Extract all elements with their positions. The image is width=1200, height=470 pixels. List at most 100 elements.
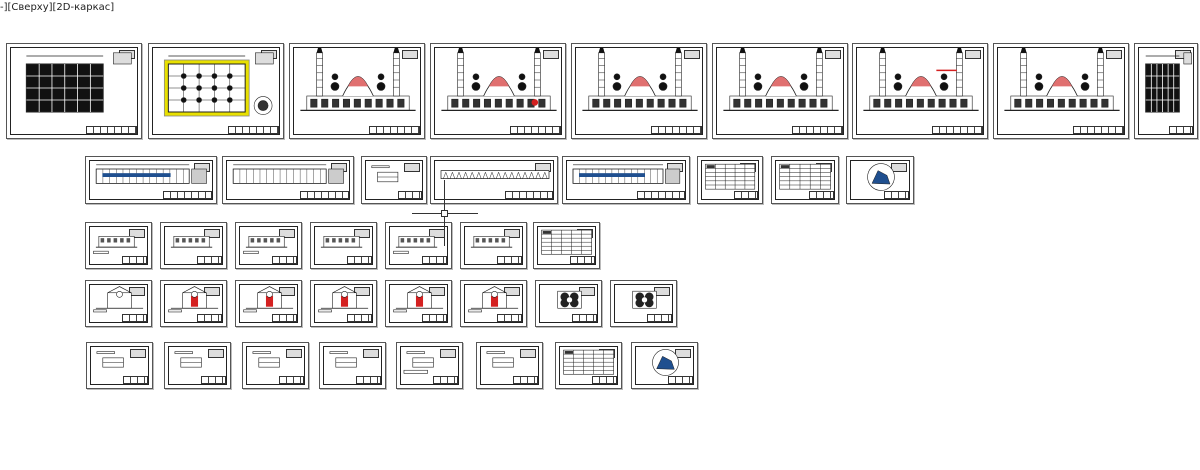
drawing-sheet[interactable] bbox=[85, 280, 152, 327]
sheet-frame bbox=[539, 284, 598, 323]
sheet-frame bbox=[90, 346, 149, 385]
sheet-drawing bbox=[440, 170, 550, 179]
drawing-sheet[interactable] bbox=[852, 43, 988, 139]
sheet-frame bbox=[434, 47, 562, 135]
title-block bbox=[123, 376, 148, 384]
drawing-sheet[interactable] bbox=[385, 222, 452, 269]
sheet-frame bbox=[1138, 47, 1194, 135]
sheet-corner-label bbox=[891, 163, 907, 172]
drawing-sheet[interactable] bbox=[430, 43, 566, 139]
sheet-frame bbox=[168, 346, 227, 385]
title-block bbox=[932, 126, 983, 134]
title-block bbox=[668, 376, 693, 384]
sheet-frame bbox=[89, 284, 148, 323]
drawing-sheet[interactable] bbox=[993, 43, 1129, 139]
sheet-frame bbox=[239, 226, 298, 265]
sheet-corner-label bbox=[684, 50, 700, 59]
drawing-sheet[interactable] bbox=[319, 342, 386, 389]
sheet-corner-label bbox=[1106, 50, 1122, 59]
drawing-sheet[interactable] bbox=[610, 280, 677, 327]
drawing-sheet[interactable] bbox=[85, 156, 217, 204]
drawing-sheet[interactable] bbox=[310, 280, 377, 327]
sheet-drawing bbox=[486, 351, 514, 368]
drawing-sheet[interactable] bbox=[164, 342, 231, 389]
drawing-sheet[interactable] bbox=[533, 222, 600, 269]
sheet-drawing bbox=[243, 236, 288, 254]
title-block bbox=[422, 314, 447, 322]
sheet-frame bbox=[775, 160, 835, 200]
sheet-drawing bbox=[96, 351, 124, 368]
drawing-sheet[interactable] bbox=[235, 280, 302, 327]
drawing-sheet[interactable] bbox=[289, 43, 425, 139]
title-block bbox=[433, 376, 458, 384]
sheet-drawing bbox=[470, 236, 513, 248]
sheet-corner-label bbox=[440, 349, 456, 358]
title-block bbox=[510, 126, 561, 134]
drawing-sheet[interactable] bbox=[160, 222, 227, 269]
sheet-drawing bbox=[174, 351, 202, 368]
drawing-sheet[interactable] bbox=[712, 43, 848, 139]
sheet-frame bbox=[566, 160, 686, 200]
sheet-drawing bbox=[468, 286, 519, 313]
sheet-frame bbox=[614, 284, 673, 323]
title-block bbox=[122, 314, 147, 322]
sheet-frame bbox=[434, 160, 554, 200]
sheet-corner-label bbox=[286, 349, 302, 358]
sheet-drawing bbox=[318, 286, 369, 313]
drawing-sheet[interactable] bbox=[6, 43, 142, 139]
sheet-corner-label bbox=[204, 229, 220, 238]
sheet-drawing bbox=[441, 48, 557, 112]
sheet-frame bbox=[575, 47, 703, 135]
sheet-frame bbox=[464, 226, 523, 265]
drawing-sheet[interactable] bbox=[562, 156, 690, 204]
drawing-sheet[interactable] bbox=[396, 342, 463, 389]
drawing-sheet[interactable] bbox=[571, 43, 707, 139]
sheet-frame bbox=[716, 47, 844, 135]
drawing-sheet[interactable] bbox=[476, 342, 543, 389]
sheet-drawing bbox=[232, 164, 344, 184]
drawing-sheet[interactable] bbox=[361, 156, 427, 204]
drawing-sheet[interactable] bbox=[771, 156, 839, 204]
drawing-sheet[interactable] bbox=[535, 280, 602, 327]
title-block bbox=[497, 256, 522, 264]
title-block bbox=[347, 314, 372, 322]
sheet-drawing bbox=[371, 165, 399, 183]
title-block bbox=[883, 191, 909, 199]
sheet-drawing bbox=[25, 52, 132, 113]
sheet-corner-label bbox=[504, 229, 520, 238]
sheet-frame bbox=[239, 284, 298, 323]
sheet-corner-label bbox=[130, 349, 146, 358]
drawing-sheet[interactable] bbox=[235, 222, 302, 269]
sheet-corner-label bbox=[402, 50, 418, 59]
sheet-frame bbox=[152, 47, 280, 135]
drawing-sheet[interactable] bbox=[460, 280, 527, 327]
sheet-corner-label bbox=[363, 349, 379, 358]
drawing-sheet[interactable] bbox=[697, 156, 763, 204]
drawing-sheet[interactable] bbox=[222, 156, 354, 204]
drawing-sheet[interactable] bbox=[1134, 43, 1198, 139]
drawing-sheet[interactable] bbox=[148, 43, 284, 139]
sheet-drawing bbox=[93, 236, 138, 254]
drawing-sheet[interactable] bbox=[430, 156, 558, 204]
drawing-sheet[interactable] bbox=[385, 280, 452, 327]
drawing-sheet[interactable] bbox=[86, 342, 153, 389]
drawing-sheet[interactable] bbox=[846, 156, 914, 204]
drawing-sheet[interactable] bbox=[460, 222, 527, 269]
drawing-sheet[interactable] bbox=[631, 342, 698, 389]
drawing-sheet[interactable] bbox=[242, 342, 309, 389]
drawing-sheet[interactable] bbox=[310, 222, 377, 269]
sheet-drawing bbox=[243, 286, 294, 313]
sheet-frame bbox=[365, 160, 423, 200]
title-block bbox=[808, 191, 834, 199]
title-block bbox=[197, 314, 222, 322]
viewport-label[interactable]: -][Сверху][2D-каркас] bbox=[0, 2, 115, 13]
drawing-sheet[interactable] bbox=[160, 280, 227, 327]
sheet-frame bbox=[400, 346, 459, 385]
sheet-frame bbox=[997, 47, 1125, 135]
sheet-corner-label bbox=[208, 349, 224, 358]
sheet-drawing bbox=[168, 286, 219, 313]
drawing-sheet[interactable] bbox=[85, 222, 152, 269]
sheet-frame bbox=[856, 47, 984, 135]
drawing-sheet[interactable] bbox=[555, 342, 622, 389]
sheet-drawing bbox=[541, 229, 592, 255]
